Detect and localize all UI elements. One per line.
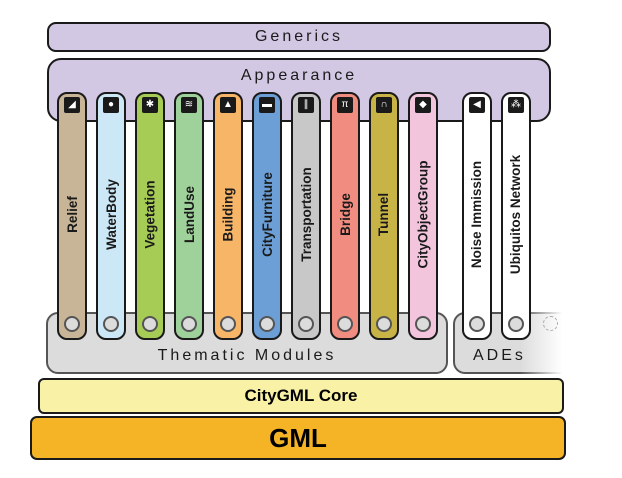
module-label-wrap: Transportation bbox=[293, 122, 319, 306]
module-label: WaterBody bbox=[103, 178, 119, 250]
connector-dot bbox=[508, 316, 524, 332]
module-label: LandUse bbox=[181, 185, 197, 243]
module-label: CityObjectGroup bbox=[415, 159, 431, 269]
module-cityfurniture: ▬ CityFurniture bbox=[252, 92, 282, 340]
module-label: Tunnel bbox=[376, 192, 392, 236]
module-label: Transportation bbox=[298, 166, 314, 262]
thematic-modules-label: Thematic Modules bbox=[157, 347, 337, 364]
module-landuse: ≋ LandUse bbox=[174, 92, 204, 340]
module-label-wrap: CityFurniture bbox=[254, 122, 280, 306]
ades-label: ADEs bbox=[473, 347, 526, 364]
gml-layer: GML bbox=[30, 416, 566, 460]
connector-dot bbox=[298, 316, 314, 332]
module-vegetation: ✱ Vegetation bbox=[135, 92, 165, 340]
connector-dot bbox=[142, 316, 158, 332]
connector-dot bbox=[220, 316, 236, 332]
land-use-icon: ≋ bbox=[181, 97, 197, 113]
module-label: Ubiquitos Network bbox=[508, 154, 524, 274]
water-drop-icon: ● bbox=[103, 97, 119, 113]
generics-label: Generics bbox=[254, 28, 344, 45]
relief-icon: ◢ bbox=[64, 97, 80, 113]
object-group-icon: ◆ bbox=[415, 97, 431, 113]
module-label: Relief bbox=[64, 195, 80, 233]
connector-dot bbox=[376, 316, 392, 332]
module-tunnel: ∩ Tunnel bbox=[369, 92, 399, 340]
module-relief: ◢ Relief bbox=[57, 92, 87, 340]
road-icon: ∥ bbox=[298, 97, 314, 113]
module-label-wrap: Relief bbox=[59, 122, 85, 306]
module-waterbody: ● WaterBody bbox=[96, 92, 126, 340]
module-label-wrap: Ubiquitos Network bbox=[503, 122, 529, 306]
network-icon: ⁂ bbox=[508, 97, 524, 113]
generics-layer: Generics bbox=[47, 22, 551, 52]
maple-leaf-icon: ✱ bbox=[142, 97, 158, 113]
module-label: Bridge bbox=[337, 192, 353, 236]
module-label-wrap: Tunnel bbox=[371, 122, 397, 306]
connector-dot bbox=[415, 316, 431, 332]
ghost-connector-dot bbox=[543, 316, 558, 331]
module-label: CityFurniture bbox=[259, 171, 275, 257]
bench-icon: ▬ bbox=[259, 97, 275, 113]
connector-dot bbox=[103, 316, 119, 332]
module-label-wrap: Building bbox=[215, 122, 241, 306]
module-label-wrap: Noise Immission bbox=[464, 122, 490, 306]
module-label-wrap: WaterBody bbox=[98, 122, 124, 306]
connector-dot bbox=[469, 316, 485, 332]
module-transportation: ∥ Transportation bbox=[291, 92, 321, 340]
connector-dot bbox=[259, 316, 275, 332]
module-label-wrap: CityObjectGroup bbox=[410, 122, 436, 306]
module-label: Vegetation bbox=[142, 179, 158, 249]
citygml-core-label: CityGML Core bbox=[244, 386, 358, 405]
connector-dot bbox=[64, 316, 80, 332]
speaker-icon: ◀ bbox=[469, 97, 485, 113]
connector-dot bbox=[337, 316, 353, 332]
module-label: Building bbox=[220, 187, 236, 241]
bridge-icon: π bbox=[337, 97, 353, 113]
module-noise-immission: ◀ Noise Immission bbox=[462, 92, 492, 340]
appearance-label: Appearance bbox=[240, 67, 358, 84]
module-label: Noise Immission bbox=[469, 160, 485, 268]
module-cityobjectgroup: ◆ CityObjectGroup bbox=[408, 92, 438, 340]
module-label-wrap: Bridge bbox=[332, 122, 358, 306]
citygml-core-layer: CityGML Core bbox=[38, 378, 564, 414]
house-icon: ▲ bbox=[220, 97, 236, 113]
module-label-wrap: LandUse bbox=[176, 122, 202, 306]
connector-dot bbox=[181, 316, 197, 332]
module-building: ▲ Building bbox=[213, 92, 243, 340]
module-label-wrap: Vegetation bbox=[137, 122, 163, 306]
tunnel-icon: ∩ bbox=[376, 97, 392, 113]
module-ubiquitos-network: ⁂ Ubiquitos Network bbox=[501, 92, 531, 340]
gml-label: GML bbox=[269, 422, 327, 453]
